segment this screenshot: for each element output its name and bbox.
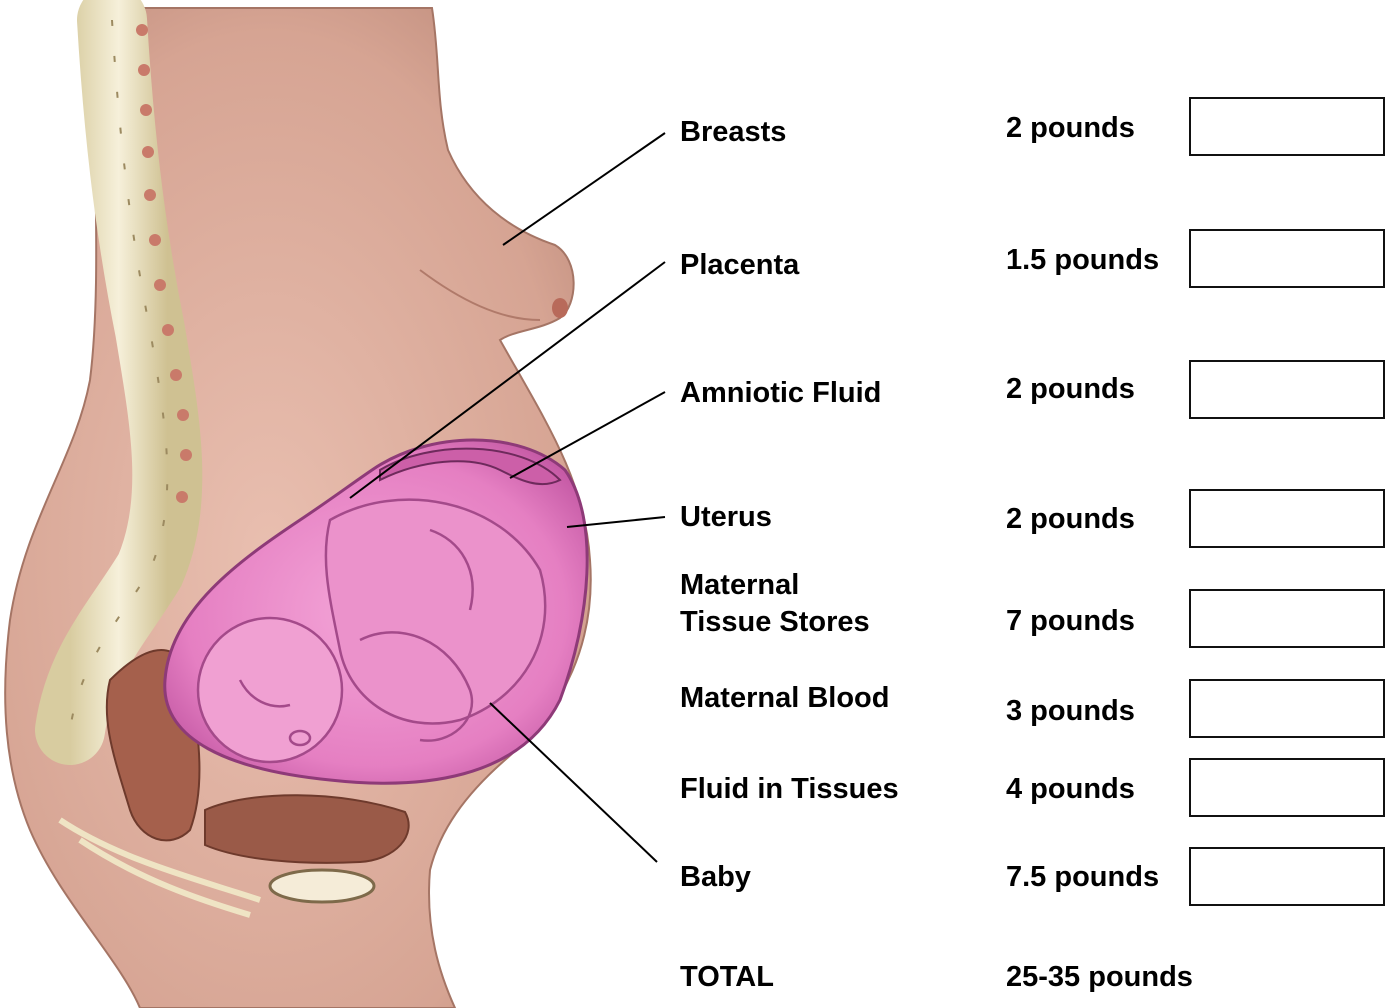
weight-total: 25-35 pounds xyxy=(1006,960,1193,994)
leader-breasts xyxy=(503,133,665,245)
answer-box-uterus[interactable] xyxy=(1189,489,1385,548)
weight-maternal-blood: 3 pounds xyxy=(1006,694,1135,728)
label-breasts: Breasts xyxy=(680,115,786,149)
label-amniotic-fluid: Amniotic Fluid xyxy=(680,376,881,410)
label-total: TOTAL xyxy=(680,960,774,994)
weight-maternal-tissue-stores: 7 pounds xyxy=(1006,604,1135,638)
weight-uterus: 2 pounds xyxy=(1006,502,1135,536)
weight-amniotic-fluid: 2 pounds xyxy=(1006,372,1135,406)
answer-box-maternal-tissue-stores[interactable] xyxy=(1189,589,1385,648)
weight-fluid-in-tissues: 4 pounds xyxy=(1006,772,1135,806)
label-fluid-in-tissues: Fluid in Tissues xyxy=(680,772,899,806)
label-maternal-tissue-stores-line1: Maternal xyxy=(680,568,799,602)
nipple xyxy=(552,298,568,318)
answer-box-placenta[interactable] xyxy=(1189,229,1385,288)
label-uterus: Uterus xyxy=(680,500,772,534)
answer-box-breasts[interactable] xyxy=(1189,97,1385,156)
label-placenta: Placenta xyxy=(680,248,799,282)
label-maternal-tissue-stores-line2: Tissue Stores xyxy=(680,605,870,639)
label-baby: Baby xyxy=(680,860,751,894)
pubic-bone xyxy=(270,870,374,902)
answer-box-maternal-blood[interactable] xyxy=(1189,679,1385,738)
weight-placenta: 1.5 pounds xyxy=(1006,243,1159,277)
answer-box-amniotic-fluid[interactable] xyxy=(1189,360,1385,419)
label-maternal-blood: Maternal Blood xyxy=(680,681,889,715)
answer-box-baby[interactable] xyxy=(1189,847,1385,906)
leader-baby xyxy=(490,703,657,862)
answer-box-fluid-in-tissues[interactable] xyxy=(1189,758,1385,817)
weight-baby: 7.5 pounds xyxy=(1006,860,1159,894)
bladder-organ xyxy=(205,795,409,863)
weight-breasts: 2 pounds xyxy=(1006,111,1135,145)
